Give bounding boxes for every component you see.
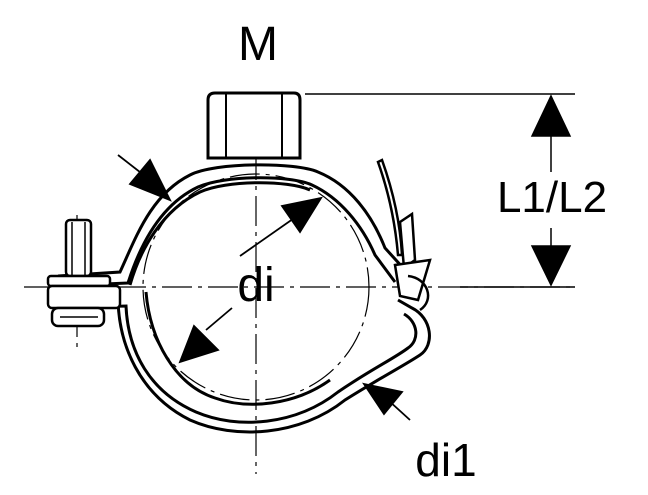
outer-diameter-label: di1 — [415, 434, 476, 486]
inner-diameter-label: di — [237, 259, 274, 312]
pipe-inner-circle — [142, 173, 370, 401]
di-arrow-upper — [280, 196, 323, 234]
clamp-band-lower — [57, 291, 431, 434]
clamp-bolt — [46, 218, 122, 328]
hex-nut — [206, 91, 302, 160]
di-arrow-lower — [178, 324, 220, 364]
height-arrow-up — [530, 94, 572, 137]
di1-arrow-head — [362, 382, 404, 416]
height-label: L1/L2 — [497, 173, 607, 222]
closure-lever — [376, 158, 432, 312]
clamp-band-upper — [57, 163, 407, 288]
thread-label: M — [238, 18, 278, 71]
band-arrow — [117, 154, 172, 202]
height-dimension — [530, 94, 572, 287]
outer-diameter-arrow — [362, 382, 411, 421]
inner-diameter-arrows — [178, 196, 323, 364]
band-arrow-head — [128, 158, 172, 202]
extension-lines — [305, 93, 575, 288]
height-arrow-down — [530, 245, 572, 287]
